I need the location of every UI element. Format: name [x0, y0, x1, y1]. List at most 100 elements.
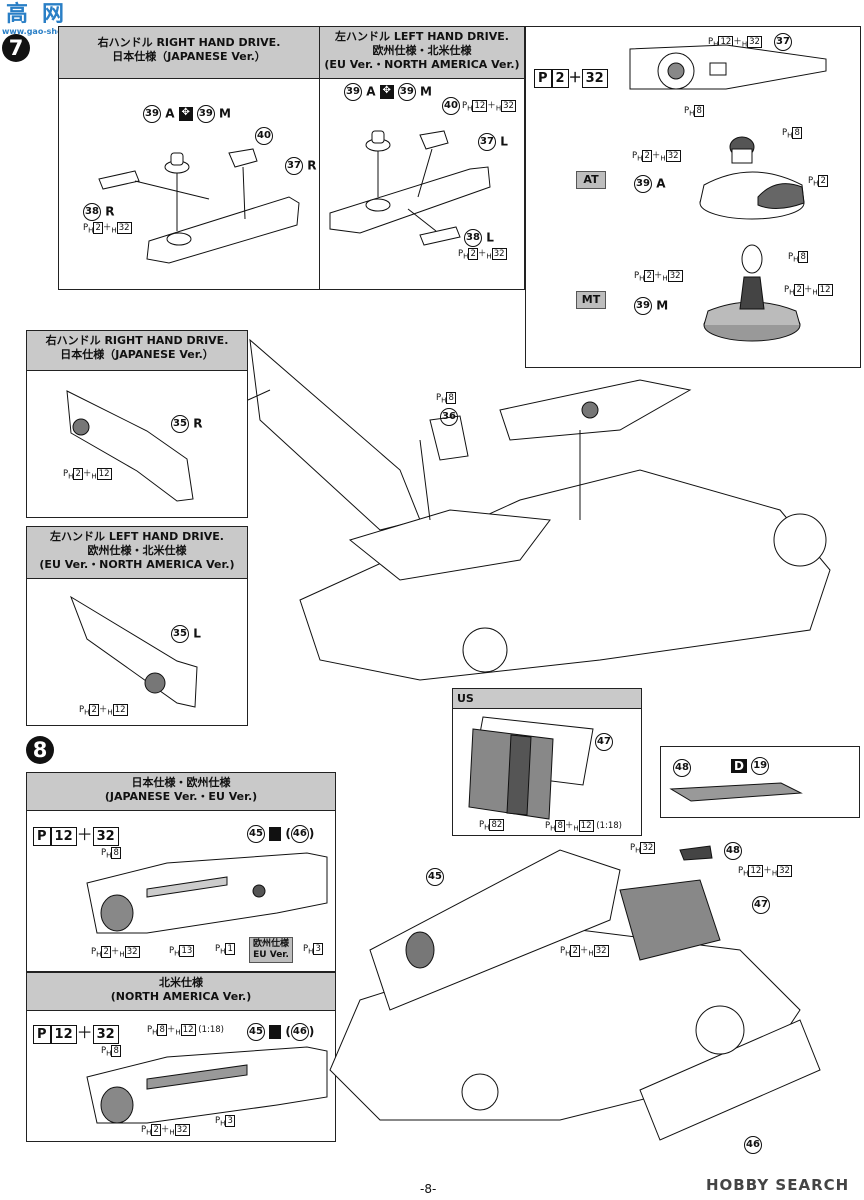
- na-line1: 北米仕様: [159, 976, 203, 989]
- eu-label: 欧州仕様 EU Ver.: [249, 937, 294, 963]
- lhd-part-40: 40: [442, 97, 460, 115]
- na-line2: (NORTH AMERICA Ver.): [110, 990, 252, 1003]
- rhd-part-40: 40: [255, 127, 273, 145]
- eu-label-2: EU Ver.: [253, 950, 289, 960]
- step-7-badge: 7: [2, 34, 30, 62]
- lhd-header: 左ハンドル LEFT HAND DRIVE. 欧州仕様・北米仕様 (EU Ver…: [320, 27, 524, 79]
- rhd-part-37r: 37 R: [285, 157, 316, 175]
- rhd-console-panel: 右ハンドル RIGHT HAND DRIVE. 日本仕様（JAPANESE Ve…: [58, 26, 320, 290]
- part-46-main: 46: [744, 1136, 762, 1154]
- hobby-search-logo: HOBBY SEARCH: [706, 1176, 849, 1194]
- watermark-logo: 高网: [6, 4, 64, 26]
- side-rhd-header: 右ハンドル RIGHT HAND DRIVE. 日本仕様（JAPANESE Ve…: [27, 331, 247, 371]
- side-lhd-panel: 左ハンドル LEFT HAND DRIVE. 欧州仕様・北米仕様 (EU Ver…: [26, 526, 248, 726]
- jp-eu-line2: (JAPANESE Ver.・EU Ver.): [104, 790, 258, 803]
- d19-label: D 19: [731, 757, 770, 775]
- jp-eu-line1: 日本仕様・欧州仕様: [131, 776, 231, 789]
- lhd-header-line2: 欧州仕様・北米仕様: [372, 44, 472, 57]
- rhd-header-line1: 右ハンドル RIGHT HAND DRIVE.: [97, 36, 281, 49]
- step-8-badge: 8: [26, 736, 54, 764]
- shifter-detail-drawing: [629, 44, 827, 342]
- lhd-header-line3: (EU Ver.・NORTH AMERICA Ver.): [324, 58, 520, 71]
- door-jp-drawing: [86, 852, 328, 934]
- us-seat-drawing: [468, 716, 594, 820]
- part-48-panel: 48 D 19: [660, 746, 860, 818]
- part-48-main: 48: [724, 842, 742, 860]
- part-45-main: 45: [426, 868, 444, 886]
- lhd-console-panel: 左ハンドル LEFT HAND DRIVE. 欧州仕様・北米仕様 (EU Ver…: [319, 26, 525, 290]
- na-header: 北米仕様 (NORTH AMERICA Ver.): [27, 973, 335, 1011]
- jp-eu-header: 日本仕様・欧州仕様 (JAPANESE Ver.・EU Ver.): [27, 773, 335, 811]
- page-number: -8-: [420, 1182, 437, 1196]
- chassis-step7-drawing: [247, 338, 831, 681]
- side-lhd-drawing: [70, 595, 198, 708]
- lhd-part-39a: 39 A ✥ 39 M: [344, 83, 432, 101]
- part-48-drawing: [669, 782, 803, 802]
- part-36: 36: [440, 408, 458, 426]
- part-47-main: 47: [752, 896, 770, 914]
- watermark-char-2: 网: [42, 2, 65, 27]
- side-rhd-line1: 右ハンドル RIGHT HAND DRIVE.: [45, 334, 229, 347]
- at-tag: AT: [576, 171, 606, 189]
- rhd-part-38r: 38 R: [83, 203, 114, 221]
- mt-part-39m: 39 M: [634, 297, 668, 315]
- lhd-header-line1: 左ハンドル LEFT HAND DRIVE.: [335, 30, 509, 43]
- lhd-part-38l: 38 L: [464, 229, 494, 247]
- detail-part-37: 37: [774, 33, 792, 51]
- lhd-console-drawing: [329, 130, 491, 246]
- na-part-45-46: 45 (46): [247, 1023, 314, 1041]
- side-lhd-line1: 左ハンドル LEFT HAND DRIVE.: [50, 530, 224, 543]
- side-rhd-part: 35 R: [171, 415, 202, 433]
- door-na-drawing: [86, 1046, 328, 1124]
- rhd-console-drawing: [98, 148, 300, 264]
- rhd-header: 右ハンドル RIGHT HAND DRIVE. 日本仕様（JAPANESE Ve…: [59, 27, 319, 79]
- hobby-search-text: HOBBY SEARCH: [706, 1176, 850, 1194]
- side-lhd-header: 左ハンドル LEFT HAND DRIVE. 欧州仕様・北米仕様 (EU Ver…: [27, 527, 247, 579]
- side-rhd-line2: 日本仕様（JAPANESE Ver.）: [60, 348, 214, 361]
- lhd-part-37l: 37 L: [478, 133, 508, 151]
- side-rhd-drawing: [66, 390, 194, 502]
- us-part-47: 47: [595, 733, 613, 751]
- watermark-char-1: 高: [6, 2, 29, 27]
- chassis-step8-drawing: [329, 845, 821, 1141]
- watermark-url: www.gao-shou.net: [2, 27, 87, 36]
- us-header: US: [453, 689, 641, 709]
- at-part-39a: 39 A: [634, 175, 665, 193]
- side-lhd-line3: (EU Ver.・NORTH AMERICA Ver.): [39, 558, 235, 571]
- side-rhd-panel: 右ハンドル RIGHT HAND DRIVE. 日本仕様（JAPANESE Ve…: [26, 330, 248, 518]
- mt-tag: MT: [576, 291, 606, 309]
- jp-part-45-46: 45 (46): [247, 825, 314, 843]
